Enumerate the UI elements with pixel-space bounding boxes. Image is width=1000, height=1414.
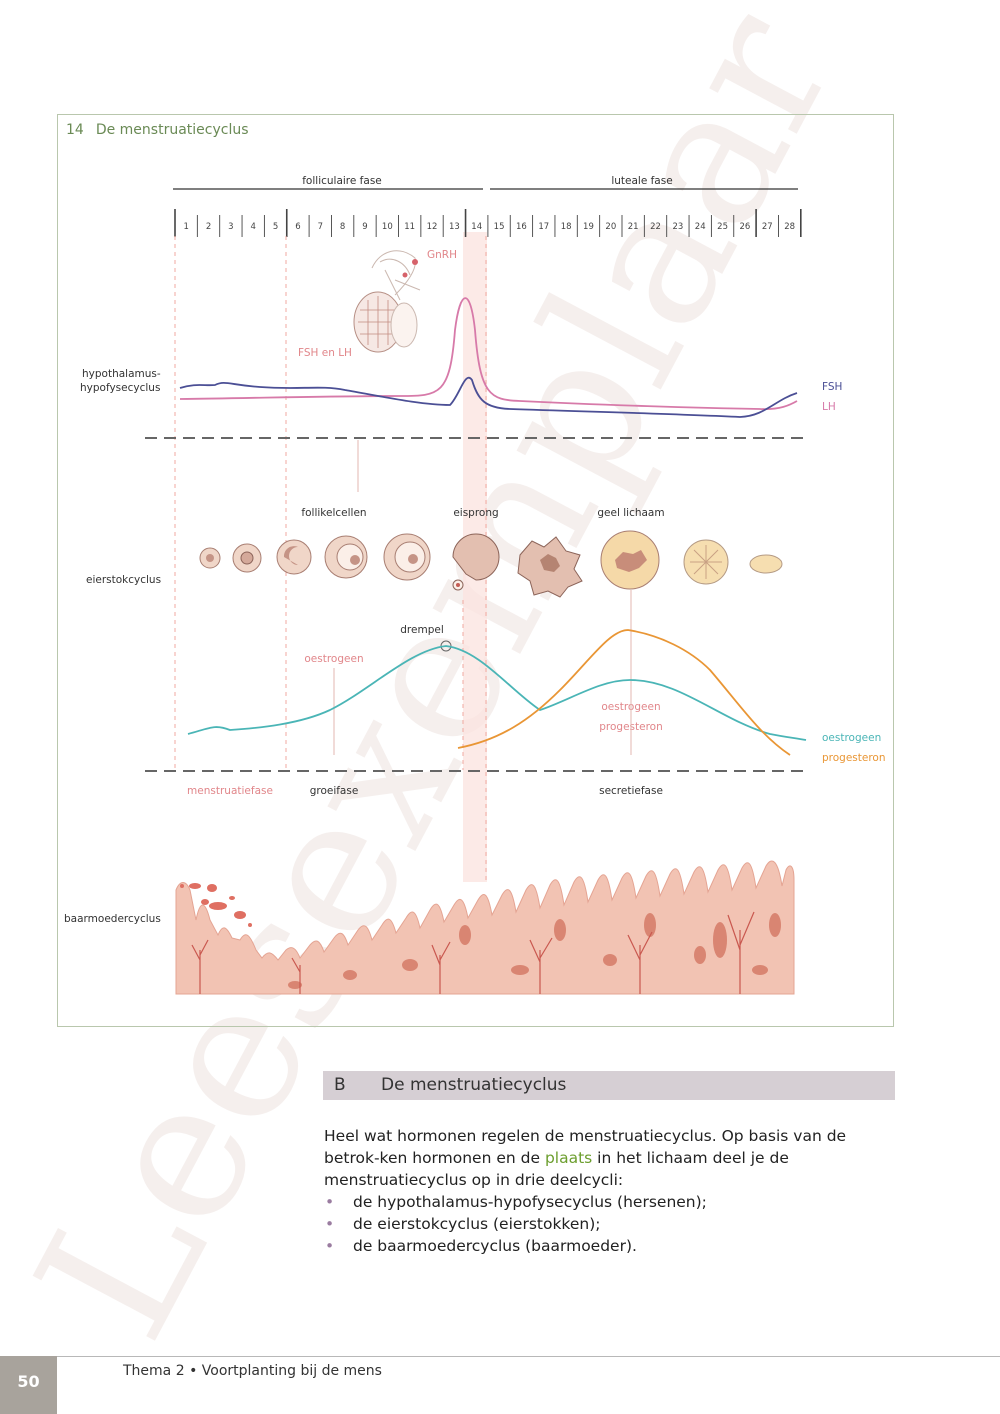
day-label: 24 bbox=[695, 222, 706, 232]
list-item: • de baarmoedercyclus (baarmoeder). bbox=[324, 1235, 898, 1257]
lh-legend: LH bbox=[822, 401, 836, 413]
day-label: 28 bbox=[784, 222, 795, 232]
bullet-icon: • bbox=[325, 1215, 335, 1233]
day-label: 13 bbox=[449, 222, 460, 232]
day-label: 14 bbox=[471, 222, 482, 232]
follicle-label: follikelcellen bbox=[301, 507, 366, 519]
fsh-legend: FSH bbox=[822, 381, 842, 393]
hypothalamus-row-label-1: hypothalamus- bbox=[82, 368, 161, 380]
list-item-text: de hypothalamus-hypofysecyclus (hersenen… bbox=[353, 1193, 707, 1211]
page-number: 50 bbox=[17, 1372, 40, 1391]
day-label: 5 bbox=[273, 222, 278, 232]
day-label: 10 bbox=[382, 222, 393, 232]
oestrogen-curve bbox=[187, 645, 807, 741]
bullet-list: • de hypothalamus-hypofysecyclus (hersene… bbox=[324, 1191, 898, 1257]
intro-text-2: in het lichaam deel je de menstruatiecyc… bbox=[324, 1149, 789, 1189]
day-label: 4 bbox=[251, 222, 256, 232]
day-label: 2 bbox=[206, 222, 211, 232]
day-label: 23 bbox=[672, 222, 683, 232]
luteal-phase-label: luteale fase bbox=[611, 175, 672, 187]
section-heading-bar bbox=[323, 1071, 895, 1100]
page-number-box bbox=[0, 1356, 57, 1414]
day-label: 18 bbox=[561, 222, 572, 232]
endometrium-illustration bbox=[175, 860, 795, 995]
secretory-phase-label: secretiefase bbox=[599, 785, 663, 797]
corpus-luteum-label: geel lichaam bbox=[597, 507, 664, 519]
day-label: 20 bbox=[605, 222, 616, 232]
day-label: 7 bbox=[318, 222, 323, 232]
body-text: Heel wat hormonen regelen de menstruatie… bbox=[324, 1125, 898, 1257]
section-letter: B bbox=[334, 1075, 346, 1095]
menstrual-phase-label: menstruatiefase bbox=[187, 785, 273, 797]
threshold-label: drempel bbox=[400, 624, 443, 636]
hypothalamus-pituitary-illustration bbox=[353, 250, 421, 353]
fsh-en-lh-label: FSH en LH bbox=[298, 347, 352, 359]
hypothalamus-row-label-2: hypofysecyclus bbox=[80, 382, 160, 394]
day-label: 19 bbox=[583, 222, 594, 232]
list-item-text: de baarmoedercyclus (baarmoeder). bbox=[353, 1237, 637, 1255]
bullet-icon: • bbox=[325, 1193, 335, 1211]
day-label: 15 bbox=[494, 222, 505, 232]
day-label: 3 bbox=[228, 222, 233, 232]
list-item: • de eierstokcyclus (eierstokken); bbox=[324, 1213, 898, 1235]
day-label: 27 bbox=[762, 222, 773, 232]
figure-title: De menstruatiecyclus bbox=[95, 122, 249, 138]
section-title: De menstruatiecyclus bbox=[381, 1075, 567, 1095]
follicle-stages bbox=[199, 530, 783, 598]
oestrogen-legend: oestrogeen bbox=[822, 732, 881, 744]
list-item-text: de eierstokcyclus (eierstokken); bbox=[353, 1215, 601, 1233]
day-label: 26 bbox=[740, 222, 751, 232]
day-label: 21 bbox=[628, 222, 639, 232]
progesterone-legend: progesteron bbox=[822, 752, 886, 764]
follicular-phase-label: folliculaire fase bbox=[302, 175, 382, 187]
oestrogen-label: oestrogeen bbox=[304, 653, 363, 665]
lh-curve bbox=[179, 297, 798, 411]
figure-number: 14 bbox=[66, 122, 84, 138]
day-label: 12 bbox=[427, 222, 438, 232]
growth-phase-label: groeifase bbox=[310, 785, 359, 797]
day-label: 16 bbox=[516, 222, 527, 232]
day-label: 17 bbox=[538, 222, 549, 232]
day-label: 22 bbox=[650, 222, 661, 232]
day-label: 9 bbox=[362, 222, 367, 232]
day-label: 6 bbox=[295, 222, 300, 232]
day-label: 25 bbox=[717, 222, 728, 232]
day-label: 1 bbox=[183, 222, 188, 232]
footer-text: Thema 2 • Voortplanting bij de mens bbox=[123, 1363, 382, 1379]
progesterone-curve bbox=[457, 629, 791, 756]
gnrh-label: GnRH bbox=[427, 249, 457, 261]
day-label: 11 bbox=[404, 222, 415, 232]
list-item: • de hypothalamus-hypofysecyclus (hersene… bbox=[324, 1191, 898, 1213]
ovulation-label: eisprong bbox=[453, 507, 498, 519]
uterus-row-label: baarmoedercyclus bbox=[64, 913, 161, 925]
figure-frame bbox=[57, 114, 894, 1027]
footer-divider bbox=[57, 1356, 1000, 1357]
bullet-icon: • bbox=[325, 1237, 335, 1255]
fsh-curve bbox=[179, 376, 798, 418]
intro-paragraph: Heel wat hormonen regelen de menstruatie… bbox=[324, 1125, 898, 1191]
day-label: 8 bbox=[340, 222, 345, 232]
keyword-plaats: plaats bbox=[544, 1149, 593, 1167]
figure-caption: 14 De menstruatiecyclus bbox=[66, 122, 249, 138]
intro-text-1: Heel wat hormonen regelen de menstruatie… bbox=[324, 1127, 847, 1167]
ovary-row-label: eierstokcyclus bbox=[86, 574, 161, 586]
